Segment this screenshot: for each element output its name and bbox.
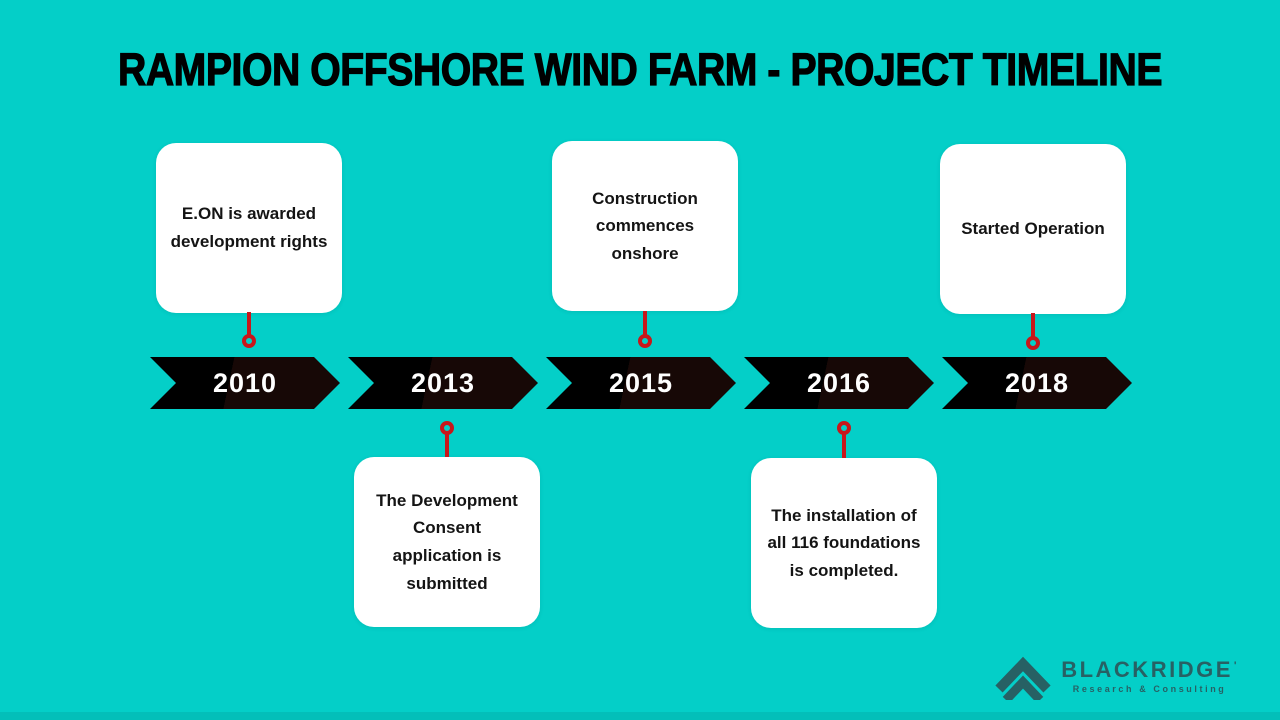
connector-ring-icon — [1026, 336, 1040, 350]
milestone-text: Started Operation — [961, 219, 1105, 239]
brand-name: BLACKRIDGE' — [1061, 656, 1239, 682]
double-chevron-up-icon — [995, 656, 1051, 700]
year-arrow-2016: 2016 — [744, 357, 934, 409]
year-arrow-2018: 2018 — [942, 357, 1132, 409]
page-title-text: RAMPION OFFSHORE WIND FARM - PROJECT TIM… — [117, 43, 1162, 95]
year-label: 2015 — [608, 368, 674, 398]
year-arrow-2013: 2013 — [348, 357, 538, 409]
connector-ring-icon — [837, 421, 851, 435]
bottom-edge-strip — [0, 712, 1280, 720]
year-label: 2013 — [410, 368, 476, 398]
connector-ring-icon — [242, 334, 256, 348]
milestone-card-2015: Construction commences onshore — [552, 141, 738, 311]
milestone-text: The installation of all 116 foundations … — [767, 505, 921, 580]
connector-line — [445, 434, 449, 457]
connector-line — [1031, 313, 1035, 337]
milestone-text: E.ON is awarded development rights — [170, 204, 328, 251]
brand-tagline: Research & Consulting — [1072, 684, 1227, 695]
connector-ring-icon — [440, 421, 454, 435]
brand-logo-text: BLACKRIDGE' Research & Consulting — [1061, 656, 1239, 695]
milestone-text: The Development Consent application is s… — [376, 490, 518, 593]
connector-line — [842, 434, 846, 458]
milestone-card-2010: E.ON is awarded development rights — [156, 143, 342, 313]
milestone-card-2018: Started Operation — [940, 144, 1126, 314]
milestone-text: Construction commences onshore — [592, 188, 698, 263]
brand-logo: BLACKRIDGE' Research & Consulting — [995, 652, 1238, 700]
year-label: 2010 — [212, 368, 278, 398]
year-arrow-2010: 2010 — [150, 357, 340, 409]
connector-line — [643, 311, 647, 335]
brand-name-text: BLACKRIDGE — [1061, 656, 1233, 682]
connector-ring-icon — [638, 334, 652, 348]
milestone-card-2013: The Development Consent application is s… — [354, 457, 540, 627]
year-arrow-2015: 2015 — [546, 357, 736, 409]
brand-trademark-tick: ' — [1233, 659, 1239, 672]
connector-line — [247, 312, 251, 335]
page-title: RAMPION OFFSHORE WIND FARM - PROJECT TIM… — [0, 43, 1280, 96]
year-label: 2016 — [806, 368, 872, 398]
milestone-card-2016: The installation of all 116 foundations … — [751, 458, 937, 628]
year-label: 2018 — [1004, 368, 1070, 398]
